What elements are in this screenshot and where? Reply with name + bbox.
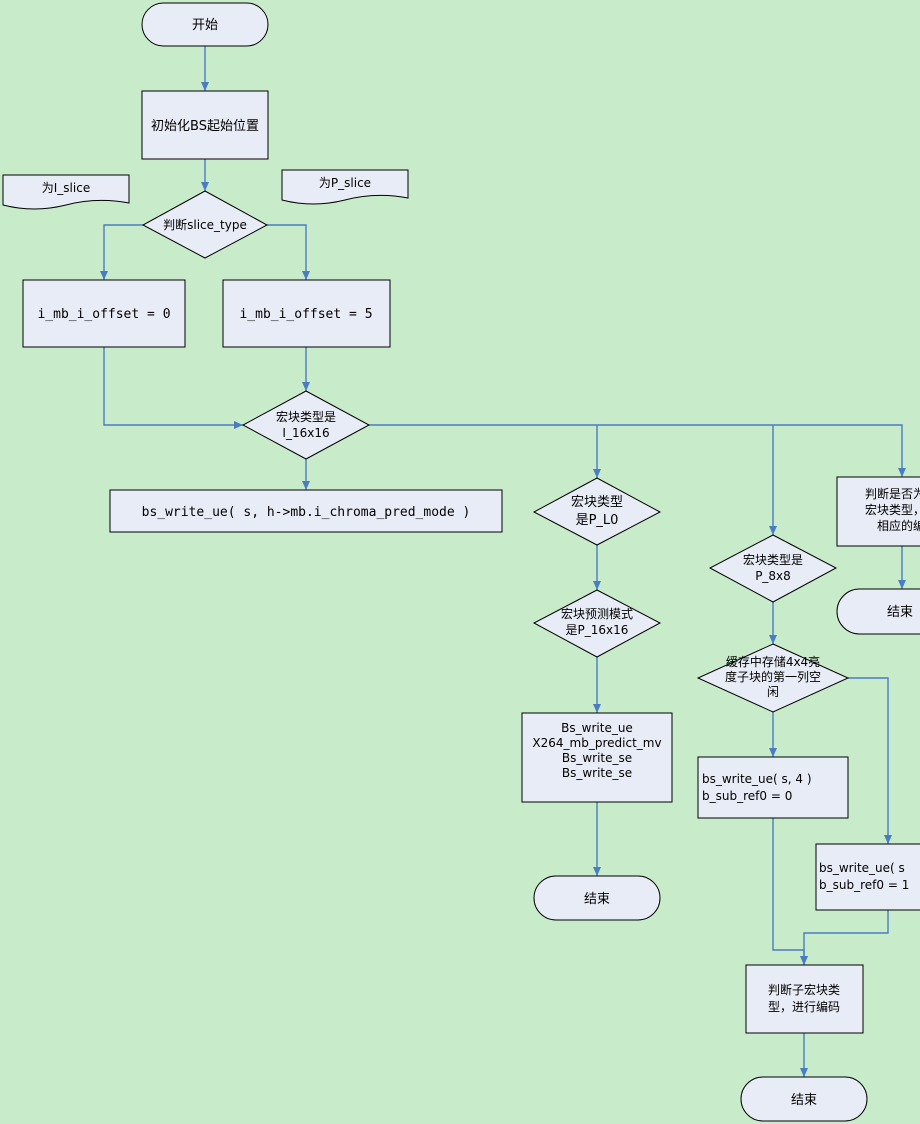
is-i16x16-decision: 宏块类型是 I_16x16 — [241, 390, 371, 460]
judge-other-line2: 宏块类型，并 — [865, 502, 920, 517]
end1-label: 结束 — [584, 892, 610, 907]
write-block-node: Bs_write_ue X264_mb_predict_mv Bs_write_… — [521, 712, 673, 803]
judge-slice-label: 判断slice_type — [163, 217, 247, 232]
write-chroma-label: bs_write_ue( s, h->mb.i_chroma_pred_mode… — [142, 505, 471, 520]
is-pl0-line2: 是P_L0 — [576, 513, 619, 528]
judge-slice-decision: 判断slice_type — [141, 190, 269, 259]
is-8x8-line2: P_8x8 — [755, 569, 791, 583]
pred-mode-line2: 是P_16x16 — [566, 623, 629, 637]
edge-cache-write1 — [848, 677, 892, 844]
judge-other-line1: 判断是否为其 — [865, 486, 920, 501]
cache-free-decision: 缓存中存储4x4亮 度子块的第一列空 闲 — [696, 643, 850, 713]
init-label: 初始化BS起始位置 — [151, 119, 259, 134]
note-p-label: 为P_slice — [319, 176, 371, 190]
offset5-label: i_mb_i_offset = 5 — [239, 307, 372, 322]
edge-judge-offset0 — [100, 224, 143, 280]
note-i-slice: 为I_slice — [2, 174, 130, 210]
write4-line1: bs_write_ue( s, 4 ) — [702, 772, 812, 786]
is-pl0-line1: 宏块类型 — [571, 495, 623, 510]
end-node-1: 结束 — [533, 875, 661, 921]
write1-line1: bs_write_ue( s — [819, 861, 905, 875]
is-i16-line1: 宏块类型是 — [276, 409, 336, 424]
cache-free-line3: 闲 — [767, 685, 779, 699]
judge-other-line3: 相应的编 — [877, 518, 920, 533]
is-8x8-line1: 宏块类型是 — [743, 552, 803, 567]
pred-mode-decision: 宏块预测模式 是P_16x16 — [532, 589, 662, 658]
judge-sub-line2: 型，进行编码 — [768, 999, 840, 1014]
judge-other-node: 判断是否为其 宏块类型，并 相应的编 — [836, 476, 920, 547]
start-node: 开始 — [141, 2, 269, 47]
edge-offset0-i16 — [103, 347, 243, 429]
write4-line2: b_sub_ref0 = 0 — [702, 789, 792, 803]
end-node-3: 结束 — [740, 1076, 868, 1122]
edge-judge-offset5 — [267, 224, 310, 280]
write1-line2: b_sub_ref0 = 1 — [819, 878, 909, 892]
end-node-2: 结束 — [836, 588, 920, 635]
end3-label: 结束 — [791, 1093, 817, 1108]
write-block-line4: Bs_write_se — [562, 766, 632, 780]
is-pl0-decision: 宏块类型 是P_L0 — [532, 477, 662, 546]
write-block-line3: Bs_write_se — [562, 751, 632, 765]
connectors — [100, 46, 906, 1077]
write-block-line1: Bs_write_ue — [561, 721, 633, 735]
write4-node: bs_write_ue( s, 4 ) b_sub_ref0 = 0 — [697, 756, 849, 819]
edge-i16-bus — [369, 424, 906, 477]
judge-sub-node: 判断子宏块类 型，进行编码 — [745, 964, 864, 1034]
start-label: 开始 — [192, 18, 218, 33]
edge-write1-judgesub — [800, 910, 889, 965]
pred-mode-line1: 宏块预测模式 — [561, 606, 633, 621]
offset0-label: i_mb_i_offset = 0 — [37, 307, 170, 322]
edge-write4-judgesub — [772, 818, 808, 965]
end2-label: 结束 — [887, 605, 913, 620]
is-p8x8-decision: 宏块类型是 P_8x8 — [708, 534, 838, 603]
cache-free-line2: 度子块的第一列空 — [725, 669, 821, 684]
judge-sub-line1: 判断子宏块类 — [768, 982, 840, 997]
write-chroma-node: bs_write_ue( s, h->mb.i_chroma_pred_mode… — [109, 489, 503, 533]
note-i-label: 为I_slice — [42, 181, 90, 195]
offset0-node: i_mb_i_offset = 0 — [22, 279, 186, 348]
is-i16-line2: I_16x16 — [282, 426, 329, 440]
offset5-node: i_mb_i_offset = 5 — [222, 279, 391, 348]
write-block-line2: X264_mb_predict_mv — [532, 736, 661, 750]
init-node: 初始化BS起始位置 — [141, 90, 269, 160]
note-p-slice: 为P_slice — [281, 169, 409, 205]
cache-free-line1: 缓存中存储4x4亮 — [726, 654, 820, 669]
write1-node: bs_write_ue( s b_sub_ref0 = 1 — [815, 843, 920, 911]
